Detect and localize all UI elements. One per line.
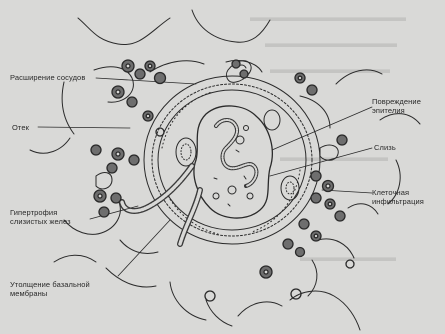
lumen xyxy=(194,106,272,218)
label-cell-infiltration: Клеточная инфильтрация xyxy=(372,188,424,206)
hypertrophic-gland-duct xyxy=(122,166,200,244)
label-vessel-dilation: Расширение сосудов xyxy=(10,73,85,82)
label-edema: Отек xyxy=(12,123,29,132)
label-mucus: Слизь xyxy=(374,143,396,152)
submucosal-glands xyxy=(176,110,299,200)
label-basement-thickening: Утолщение базальной мембраны xyxy=(10,280,90,298)
label-epithelial-damage: Повреждение эпителия xyxy=(372,97,421,115)
label-gland-hypertrophy: Гипертрофия слизистых желез xyxy=(10,208,71,226)
bronchial-wall xyxy=(144,76,320,244)
